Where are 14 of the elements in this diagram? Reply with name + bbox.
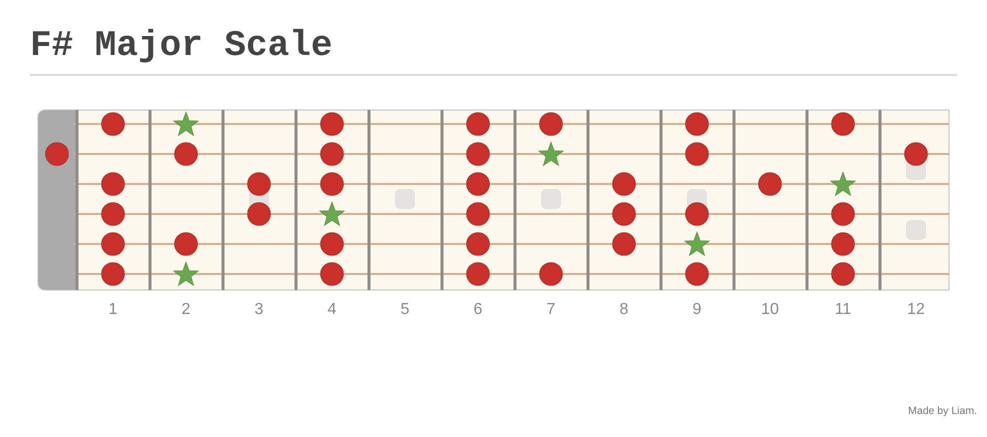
fret-number: 5: [400, 300, 410, 320]
fret-number: 9: [692, 300, 702, 320]
fret-number: 2: [182, 300, 190, 320]
fret-number: 4: [328, 300, 336, 320]
credit-note: Made by Liam.: [908, 405, 977, 417]
title: F# Major Scale: [30, 24, 332, 68]
fret-number: 7: [546, 300, 556, 320]
fret-number: 10: [761, 300, 779, 320]
fret-number: 11: [834, 300, 852, 320]
fret-number: 3: [254, 300, 264, 320]
fret-number: 6: [474, 300, 482, 320]
fret-number: 8: [620, 300, 628, 320]
fret-number: 1: [108, 300, 118, 320]
fret-number: 12: [907, 300, 925, 320]
